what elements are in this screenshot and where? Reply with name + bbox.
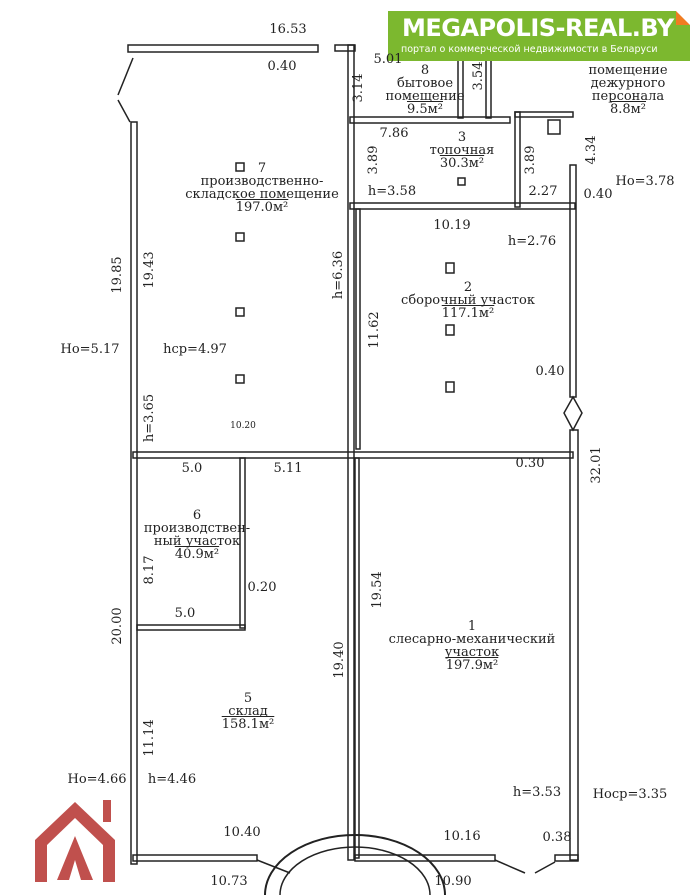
dimension: 19.85 bbox=[110, 256, 125, 294]
dimension: 20.00 bbox=[110, 607, 125, 645]
dimension: h=3.53 bbox=[512, 785, 562, 800]
dimension: 0.20 bbox=[247, 580, 277, 595]
wall-top bbox=[127, 44, 319, 53]
dimension: 0.40 bbox=[583, 187, 613, 202]
dimension: h=3.65 bbox=[142, 393, 157, 443]
corner-fold-icon bbox=[676, 11, 690, 25]
door-swing bbox=[117, 57, 134, 96]
dimension: 0.40 bbox=[535, 364, 565, 379]
dimension: 7.86 bbox=[379, 126, 409, 141]
dimension: 5.0 bbox=[181, 461, 203, 476]
dimension: Ho=4.66 bbox=[67, 772, 127, 787]
dimension: 16.53 bbox=[269, 22, 307, 37]
dimension: 32.01 bbox=[589, 446, 604, 484]
wall-r1-left bbox=[354, 457, 360, 859]
dimension: 19.54 bbox=[370, 571, 385, 609]
dimension: Ho=3.78 bbox=[615, 174, 675, 189]
wall-r8-bottom bbox=[349, 116, 511, 124]
wall-stub bbox=[334, 44, 356, 52]
wall-bottom-right bbox=[354, 854, 496, 862]
house-a-logo-icon bbox=[35, 800, 115, 882]
wall-duty-left bbox=[514, 111, 521, 208]
dimension: 3.89 bbox=[523, 145, 538, 175]
dimension: 0.30 bbox=[515, 456, 545, 471]
wall-r2-left bbox=[355, 208, 361, 450]
wall-mid bbox=[132, 451, 574, 459]
dimension: 3.54 bbox=[471, 61, 486, 91]
dimension: 5.01 bbox=[373, 52, 403, 67]
dimension: 4.34 bbox=[584, 135, 599, 165]
dimension: h=6.36 bbox=[331, 250, 346, 300]
dimension: 5.11 bbox=[273, 461, 303, 476]
door-swing bbox=[117, 99, 131, 123]
dimension: 5.0 bbox=[174, 606, 196, 621]
dimension: h=3.58 bbox=[367, 184, 417, 199]
column bbox=[563, 395, 583, 432]
wall-r2-top bbox=[349, 202, 576, 210]
dimension: 0.40 bbox=[267, 59, 297, 74]
dimension: hcp=4.97 bbox=[163, 342, 227, 357]
dimension: 19.40 bbox=[332, 641, 347, 679]
dimension: Ho=5.17 bbox=[60, 342, 120, 357]
dimension: 8.17 bbox=[142, 555, 157, 585]
dimension: 10.40 bbox=[223, 825, 261, 840]
wall-r6-right bbox=[239, 457, 246, 629]
dimension: 3.14 bbox=[351, 73, 366, 103]
dimension: Hocp=3.35 bbox=[592, 787, 668, 802]
dimension: 10.73 bbox=[210, 874, 248, 889]
dimension: 10.16 bbox=[443, 829, 481, 844]
dimension: h=4.46 bbox=[147, 772, 197, 787]
dimension: 19.43 bbox=[142, 251, 157, 289]
dimension: 3.89 bbox=[366, 145, 381, 175]
stamp bbox=[264, 834, 446, 895]
wall-right bbox=[569, 164, 577, 398]
site-banner[interactable]: MEGAPOLIS-REAL.BY портал о коммерческой … bbox=[388, 11, 690, 61]
wall-bottom-left bbox=[132, 854, 258, 862]
dimension: 2.27 bbox=[528, 184, 558, 199]
banner-subtitle: портал о коммерческой недвижимости в Бел… bbox=[401, 44, 658, 55]
banner-title: MEGAPOLIS-REAL.BY bbox=[402, 14, 674, 42]
dimension: 0.38 bbox=[542, 830, 572, 845]
dimension: 11.62 bbox=[367, 311, 382, 349]
wall-bottom-corner bbox=[554, 854, 579, 862]
wall-left bbox=[130, 121, 138, 865]
wall-right-lower bbox=[569, 429, 579, 861]
dimension: 11.14 bbox=[142, 719, 157, 757]
wall-r6-bottom bbox=[136, 624, 246, 631]
dimension: 10.19 bbox=[433, 218, 471, 233]
dimension: 10.90 bbox=[434, 874, 472, 889]
chimney bbox=[547, 119, 561, 135]
dimension: 10.20 bbox=[230, 421, 256, 431]
wall-duty-top bbox=[514, 111, 574, 118]
dimension: h=2.76 bbox=[507, 234, 557, 249]
